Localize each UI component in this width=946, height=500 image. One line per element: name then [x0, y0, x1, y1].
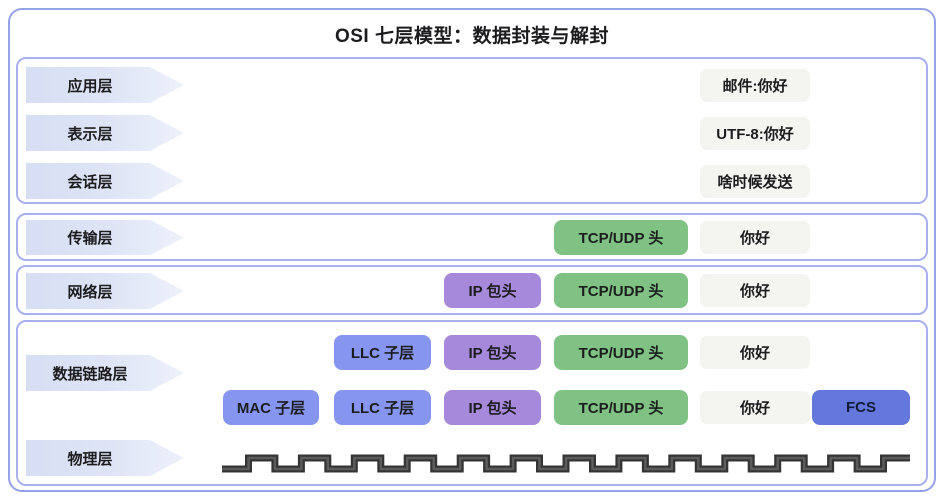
llc-sublayer-block: LLC 子层 — [334, 335, 431, 370]
tcp-udp-header-block: TCP/UDP 头 — [554, 273, 688, 308]
layer-label-physical: 物理层 — [26, 440, 184, 476]
tcp-udp-header-block: TCP/UDP 头 — [554, 390, 688, 425]
square-wave-icon — [222, 454, 910, 473]
payload-block: 你好 — [700, 221, 810, 254]
payload-box-application: 邮件:你好 — [700, 69, 810, 102]
layer-label-application: 应用层 — [26, 67, 184, 103]
payload-block: 你好 — [700, 336, 810, 369]
ip-header-block: IP 包头 — [444, 335, 541, 370]
mac-sublayer-block: MAC 子层 — [223, 390, 319, 425]
layer-label-network: 网络层 — [26, 273, 184, 309]
diagram-frame: OSI 七层模型：数据封装与解封 应用层 邮件:你好 表示层 UTF-8:你好 … — [8, 8, 936, 492]
datalink-physical-group: LLC 子层 IP 包头 TCP/UDP 头 你好 数据链路层 MAC 子层 L… — [16, 320, 928, 486]
transport-layer-group: 传输层 TCP/UDP 头 你好 — [16, 213, 928, 261]
ip-header-block: IP 包头 — [444, 390, 541, 425]
network-layer-group: 网络层 IP 包头 TCP/UDP 头 你好 — [16, 265, 928, 315]
tcp-udp-header-block: TCP/UDP 头 — [554, 335, 688, 370]
page-title: OSI 七层模型：数据封装与解封 — [334, 26, 609, 47]
payload-block: 你好 — [700, 274, 810, 307]
layer-label-datalink: 数据链路层 — [26, 355, 184, 391]
layer-label-session: 会话层 — [26, 163, 184, 199]
tcp-udp-header-block: TCP/UDP 头 — [554, 220, 688, 255]
layer-label-presentation: 表示层 — [26, 115, 184, 151]
upper-layers-group: 应用层 邮件:你好 表示层 UTF-8:你好 会话层 啥时候发送 — [16, 57, 928, 204]
fcs-block: FCS — [812, 390, 910, 425]
payload-box-session: 啥时候发送 — [700, 165, 810, 198]
llc-sublayer-block: LLC 子层 — [334, 390, 431, 425]
ip-header-block: IP 包头 — [444, 273, 541, 308]
payload-block: 你好 — [700, 391, 810, 424]
payload-box-presentation: UTF-8:你好 — [700, 117, 810, 150]
layer-label-transport: 传输层 — [26, 220, 184, 255]
